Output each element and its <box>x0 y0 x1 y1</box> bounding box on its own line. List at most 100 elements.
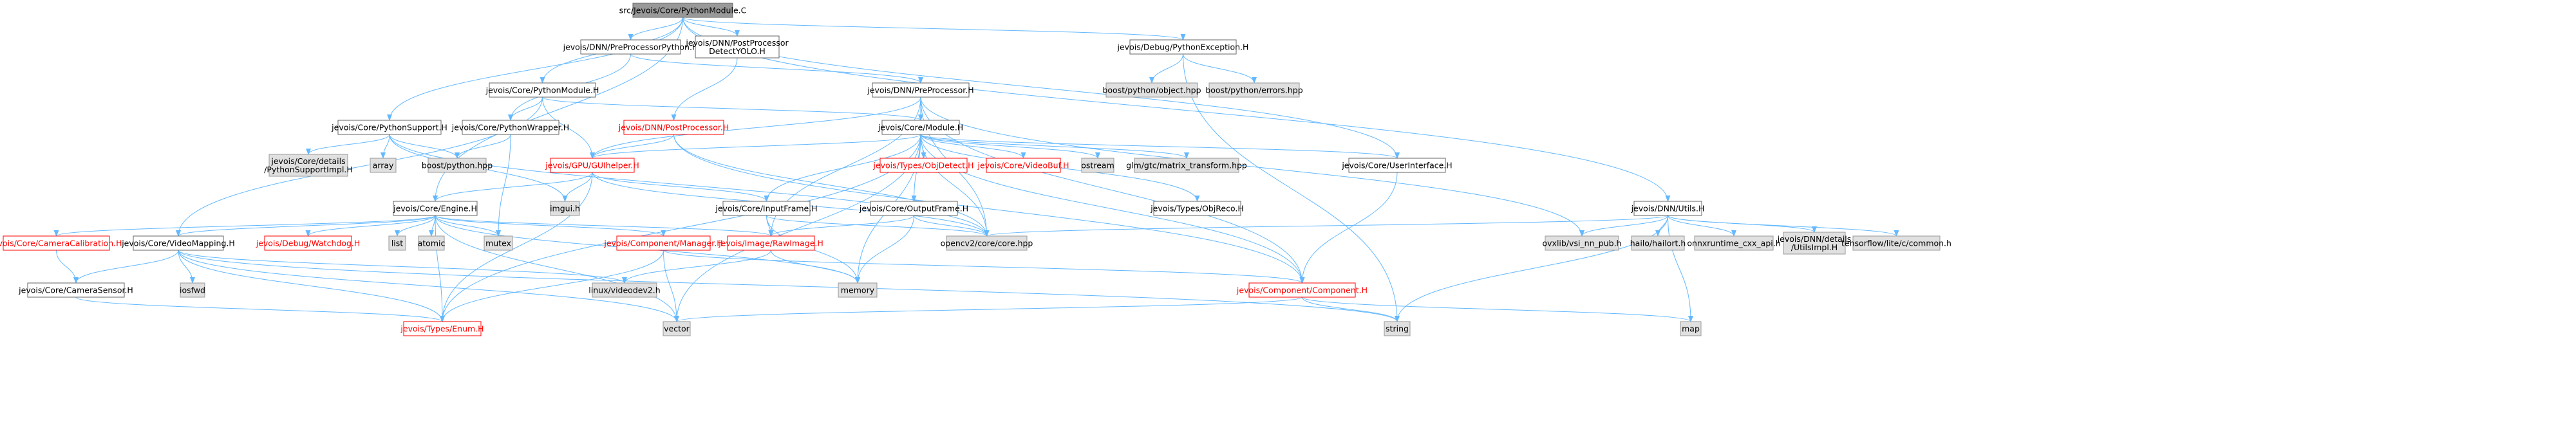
dependency-edge <box>178 250 445 322</box>
dependency-edge <box>674 297 1302 322</box>
dependency-edge <box>1302 297 1693 322</box>
graph-node-pywrap[interactable]: jevois/Core/PythonWrapper.H <box>451 120 569 135</box>
dependency-edge <box>1302 297 1400 322</box>
node-box <box>881 120 960 135</box>
graph-node-root[interactable]: src/Jevois/Core/PythonModule.C <box>619 3 747 18</box>
graph-node-compmgr[interactable]: jevois/Component/Manager.H <box>603 235 723 251</box>
node-box <box>1783 232 1846 255</box>
dependency-edge <box>682 17 1186 41</box>
node-box <box>879 158 968 173</box>
node-label: jevois/Debug/PythonException.H <box>1117 42 1249 52</box>
node-box <box>1384 321 1411 336</box>
dependency-edge <box>671 57 738 121</box>
graph-node-rawimg[interactable]: jevois/Image/RawImage.H <box>718 235 823 251</box>
node-label: jevois/GPU/GUIhelper.H <box>545 161 639 170</box>
dependency-edge <box>440 250 664 322</box>
graph-node-vbuf[interactable]: jevois/Core/VideoBuf.H <box>977 158 1069 173</box>
graph-node-bpobj: boost/python/object.hpp <box>1102 82 1201 98</box>
node-box <box>1153 201 1241 216</box>
dependency-edge <box>305 215 436 237</box>
graph-node-engine[interactable]: jevois/Core/Engine.H <box>393 201 478 216</box>
node-label: boost/python/object.hpp <box>1102 86 1201 95</box>
node-box <box>180 282 205 298</box>
node-label: list <box>391 239 403 248</box>
graph-node-module[interactable]: jevois/Core/Module.H <box>878 120 963 135</box>
graph-node-inframe[interactable]: jevois/Core/InputFrame.H <box>715 201 818 216</box>
graph-node-gui[interactable]: jevois/GPU/GUIhelper.H <box>545 158 639 173</box>
graph-node-map: map <box>1680 321 1702 336</box>
graph-node-vmap[interactable]: jevois/Core/VideoMapping.H <box>121 235 235 251</box>
node-box <box>663 321 691 336</box>
graph-node-pysup[interactable]: jevois/Core/PythonSupport.H <box>331 120 447 135</box>
dependency-edge <box>542 96 595 159</box>
node-box <box>580 39 681 55</box>
dependency-edge <box>920 96 1584 237</box>
graph-node-pyexc[interactable]: jevois/Debug/PythonException.H <box>1117 39 1249 55</box>
dependency-edge <box>766 215 774 237</box>
graph-node-objdet[interactable]: jevois/Types/ObjDetect.H <box>872 158 974 173</box>
graph-node-component[interactable]: jevois/Component/Component.H <box>1236 282 1368 298</box>
dependency-edge <box>1183 53 1257 84</box>
node-box <box>986 158 1061 173</box>
node-label: /UtilsImpl.H <box>1791 242 1838 252</box>
graph-node-postproc[interactable]: jevois/DNN/PostProcessor.H <box>618 120 729 135</box>
node-label: jevois/DNN/Utils.H <box>1631 204 1705 214</box>
graph-node-objreco[interactable]: jevois/Types/ObjReco.H <box>1150 201 1244 216</box>
graph-node-v4l2: linux/videodev2.h <box>588 282 661 298</box>
dependency-edge <box>178 250 627 284</box>
graph-node-ovxlib: ovxlib/vsi_nn_pub.h <box>1543 235 1621 251</box>
dependency-edge <box>766 215 990 237</box>
dependency-edge <box>53 215 436 237</box>
dependency-edge <box>673 134 1305 284</box>
dependency-edge <box>622 250 771 284</box>
node-box <box>1348 158 1446 173</box>
node-box <box>428 158 487 173</box>
node-box <box>418 235 445 251</box>
node-label: imgui.h <box>550 204 580 214</box>
node-box <box>403 321 482 336</box>
dependency-edge <box>435 215 666 237</box>
graph-node-outframe[interactable]: jevois/Core/OutputFrame.H <box>859 201 968 216</box>
graph-node-watchdog[interactable]: jevois/Debug/Watchdog.H <box>256 235 361 251</box>
node-label: linux/videodev2.h <box>588 286 660 295</box>
node-box <box>1631 235 1685 251</box>
node-label: string <box>1386 324 1409 334</box>
node-label: jevois/Core/VideoBuf.H <box>977 161 1069 170</box>
dependency-edge <box>389 134 990 237</box>
dependency-edge <box>395 215 436 237</box>
node-label: DetectYOLO.H <box>709 46 766 56</box>
node-label: mutex <box>485 239 511 248</box>
graph-node-enum[interactable]: jevois/Types/Enum.H <box>400 321 484 336</box>
graph-node-camsensor[interactable]: jevois/Core/CameraSensor.H <box>18 282 133 298</box>
node-box <box>393 201 478 216</box>
node-label: jevois/DNN/PostProcessor.H <box>618 123 729 132</box>
node-box <box>623 120 724 135</box>
graph-node-bperr: boost/python/errors.hpp <box>1205 82 1303 98</box>
node-label: ostream <box>1081 161 1114 170</box>
graph-node-pymod[interactable]: jevois/Core/PythonModule.H <box>485 82 599 98</box>
graph-node-dnnutils[interactable]: jevois/DNN/Utils.H <box>1631 201 1705 216</box>
dependency-edge <box>914 215 990 237</box>
dependency-edge <box>178 250 679 322</box>
dependency-edge <box>306 134 390 155</box>
dependency-edge <box>389 134 460 159</box>
node-label: /PythonSupportImpl.H <box>264 165 353 174</box>
dependency-edge <box>1668 215 1899 237</box>
node-label: jevois/Types/ObjReco.H <box>1150 204 1244 214</box>
node-label: jevois/DNN/PostProcessor <box>685 38 789 48</box>
node-box <box>268 154 348 177</box>
dependency-edge <box>56 250 79 284</box>
graph-node-uiface[interactable]: jevois/Core/UserInterface.H <box>1341 158 1453 173</box>
node-label: opencv2/core/core.hpp <box>941 239 1033 248</box>
graph-node-preproc[interactable]: jevois/DNN/PreProcessor.H <box>867 82 974 98</box>
dependency-edge <box>178 250 1400 322</box>
node-layer: src/Jevois/Core/PythonModule.C jevois/DNN… <box>0 3 1951 336</box>
graph-node-ppy[interactable]: jevois/DNN/PreProcessorPython.H <box>563 39 699 55</box>
dependency-edge <box>381 134 390 159</box>
dependency-edge <box>1668 215 1693 322</box>
dependency-edge <box>768 215 914 237</box>
graph-node-camcal[interactable]: jevois/Core/CameraCalibration.H <box>0 235 122 251</box>
dependency-edge <box>1149 53 1183 84</box>
graph-node-bphpp: boost/python.hpp <box>422 158 493 173</box>
